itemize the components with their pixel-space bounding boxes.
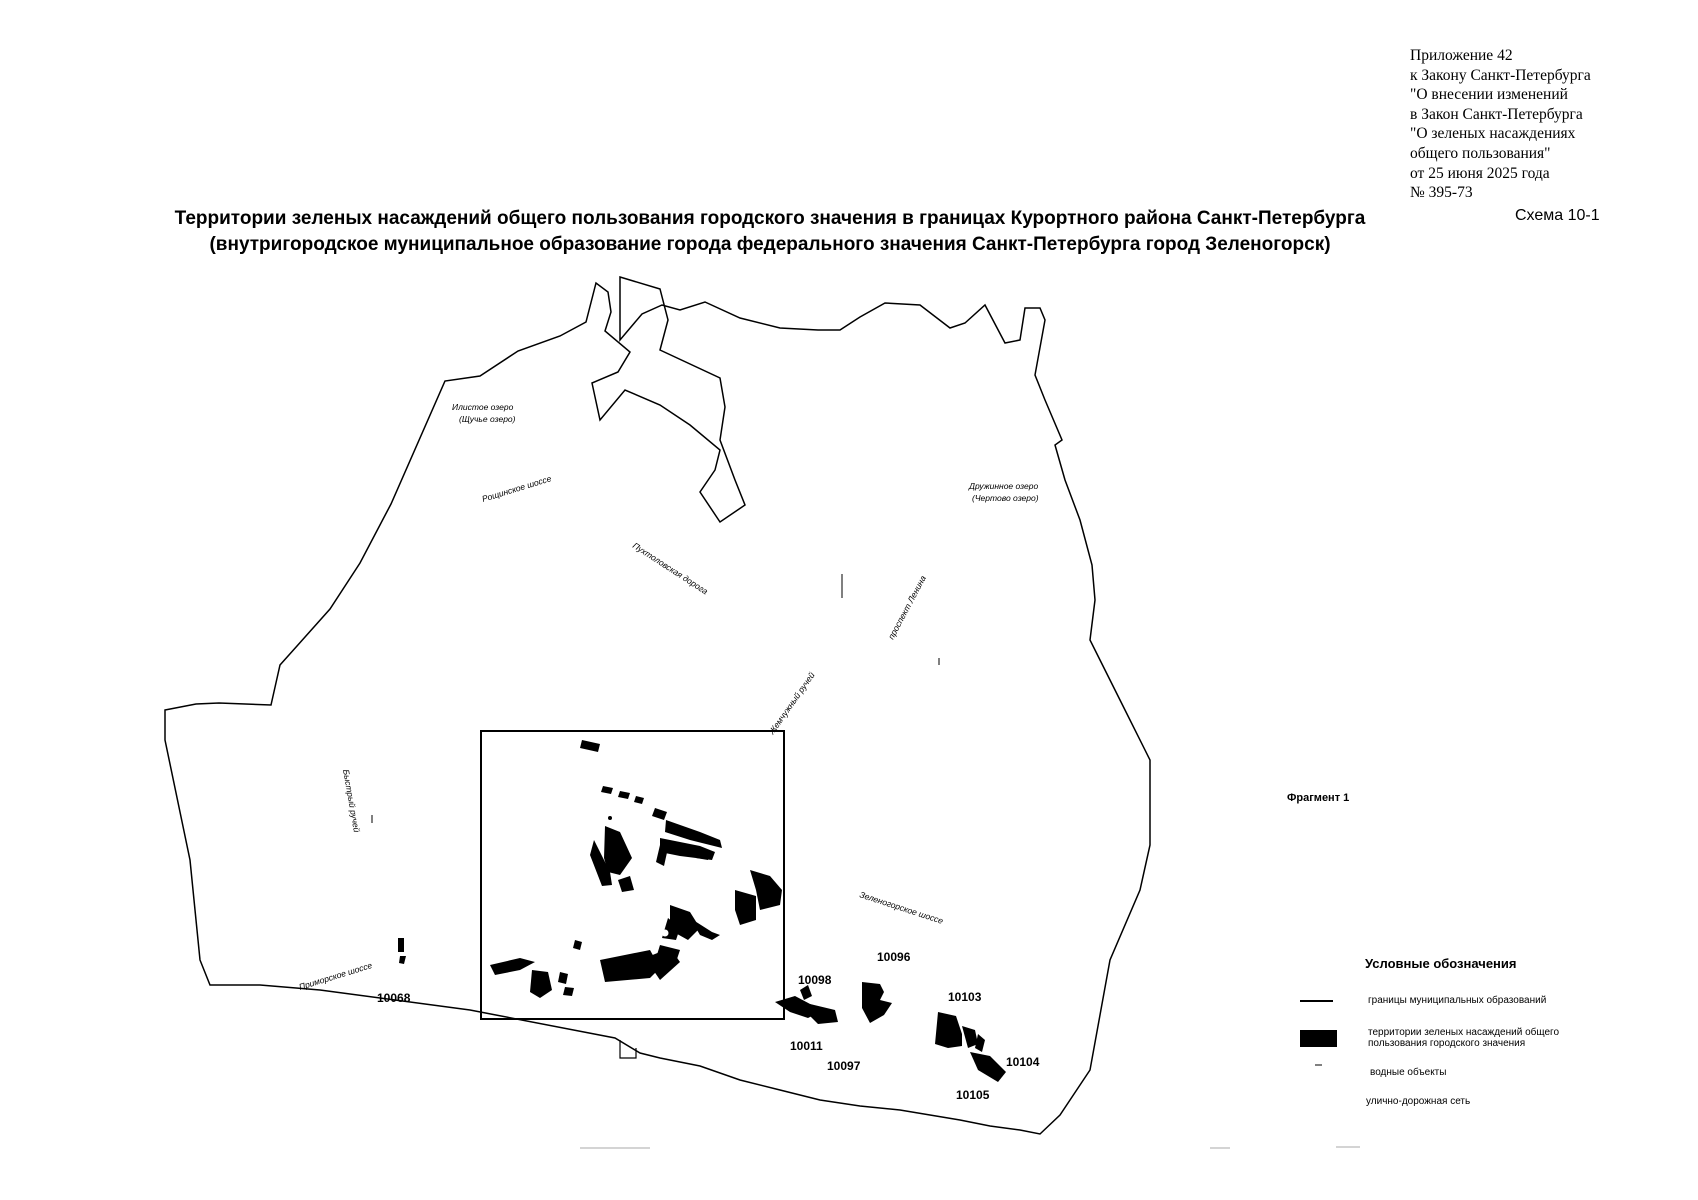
area-id-label: 10105	[956, 1088, 990, 1102]
green-area	[590, 840, 612, 886]
road-label: Жемчужный ручей	[766, 670, 817, 737]
legend-label-water: водные объекты	[1370, 1067, 1447, 1078]
green-area	[618, 791, 630, 799]
fragment-frame	[480, 730, 785, 1020]
green-area	[558, 972, 568, 984]
area-id-label: 10098	[798, 973, 832, 987]
lake-label-alt: (Щучье озеро)	[459, 414, 516, 424]
appendix-line: "О зеленых насаждениях	[1410, 125, 1576, 143]
appendix-line: Приложение 42	[1410, 47, 1513, 64]
area-id-label: 10068	[377, 991, 411, 1005]
green-area	[696, 850, 710, 860]
green-area-fill-icon	[1300, 1030, 1337, 1047]
green-area	[652, 808, 667, 820]
green-area	[490, 958, 535, 975]
fragment-green-areas	[490, 740, 782, 998]
legend-label-boundary: границы муниципальных образований	[1368, 995, 1547, 1006]
green-area-10104	[970, 1052, 1006, 1082]
area-id-label: 10097	[827, 1059, 861, 1073]
appendix-line: в Закон Санкт-Петербурга	[1410, 105, 1583, 123]
green-area	[580, 740, 600, 752]
green-area-10068	[399, 956, 406, 964]
green-area-10104	[975, 1034, 985, 1052]
lake-label-alt: (Чертово озеро)	[972, 493, 1039, 503]
green-area	[530, 970, 552, 998]
appendix-line: общего пользования"	[1410, 144, 1551, 162]
schema-number: Схема 10-1	[1515, 207, 1600, 224]
road-label: проспект Ленина	[886, 574, 928, 641]
green-area	[563, 987, 574, 996]
green-area-10103	[935, 1012, 962, 1048]
green-area-10096	[862, 982, 892, 1023]
green-area	[665, 820, 722, 848]
area-id-label: 10011	[790, 1039, 823, 1053]
green-area	[656, 845, 668, 866]
green-area-10103	[962, 1026, 978, 1048]
map-title: Территории зеленых насаждений общего пол…	[174, 208, 1366, 229]
green-area	[618, 876, 634, 892]
road-label: Пухтоловская дорога	[631, 540, 710, 596]
area-id-label: 10103	[948, 990, 982, 1004]
coast-notch	[619, 1040, 637, 1059]
appendix-line: к Закону Санкт-Петербурга	[1410, 66, 1591, 84]
fragment-label: Фрагмент 1	[1287, 792, 1350, 804]
green-area	[604, 826, 632, 875]
green-area	[645, 948, 680, 980]
legend-title: Условные обозначения	[1365, 956, 1517, 971]
area-id-label: 10104	[1006, 1055, 1040, 1069]
appendix-line: "О внесении изменений	[1410, 86, 1568, 104]
area-id-label: 10096	[877, 950, 911, 964]
appendix-header: Приложение 42 к Закону Санкт-Петербурга …	[1410, 46, 1591, 203]
green-area	[690, 918, 720, 940]
appendix-line: № 395-73	[1410, 184, 1473, 202]
green-area-10097	[808, 1004, 838, 1024]
map-subtitle: (внутригородское муниципальное образован…	[209, 234, 1331, 255]
road-label: Рощинское шоссе	[481, 473, 553, 504]
green-area-10068	[398, 938, 404, 952]
green-area	[573, 940, 582, 950]
district-boundary	[164, 275, 1151, 1135]
water-object	[608, 816, 612, 820]
appendix-line: от 25 июня 2025 года	[1410, 164, 1550, 182]
road-label: Приморское шоссе	[298, 960, 374, 992]
road-label: Зеленогорское шоссе	[858, 889, 944, 926]
water-object	[661, 929, 669, 937]
green-area	[750, 870, 782, 910]
road-label: Быстрый ручей	[341, 769, 362, 834]
lake-label: Илистое озеро	[452, 402, 514, 412]
outer-green-areas	[398, 938, 1006, 1082]
legend-label-green-area: территории зеленых насаждений общего пол…	[1368, 1027, 1560, 1049]
green-area	[601, 786, 613, 794]
green-area	[735, 890, 756, 925]
green-area	[634, 796, 644, 804]
lake-label: Дружинное озеро	[968, 481, 1038, 491]
legend-label-roads: улично-дорожная сеть	[1366, 1096, 1471, 1107]
green-area-10098	[800, 985, 812, 1000]
